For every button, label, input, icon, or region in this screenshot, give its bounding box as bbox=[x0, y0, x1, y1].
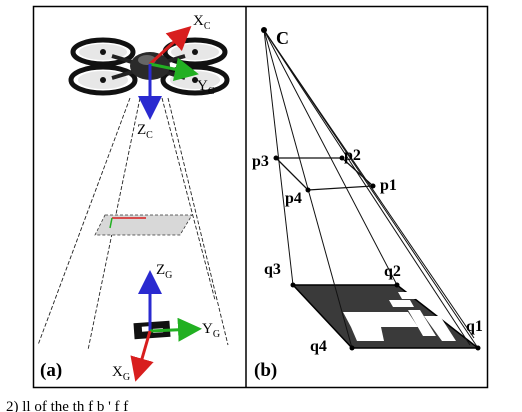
camera-z-label: ZC bbox=[137, 122, 153, 141]
marker-x-axis bbox=[130, 330, 154, 382]
point-p1 bbox=[370, 183, 376, 189]
marker-x-label: XG bbox=[112, 364, 130, 383]
marker-pattern bbox=[343, 292, 456, 341]
panel-a-label: (a) bbox=[40, 360, 62, 381]
point-q2 bbox=[394, 282, 400, 288]
point-q1 bbox=[475, 345, 481, 351]
camera-center-label: C bbox=[276, 28, 289, 48]
panel-a: XC YC ZC ZG YG XG (a) bbox=[37, 13, 230, 383]
camera-y-label: YC bbox=[197, 78, 215, 97]
figure-frame bbox=[32, 5, 489, 389]
caption-fragment: 2) ll of the th f b ' f f bbox=[6, 399, 128, 412]
point-p2 bbox=[339, 155, 345, 161]
label-p3: p3 bbox=[252, 153, 269, 170]
image-plane bbox=[94, 214, 193, 236]
camera-x-label: XC bbox=[193, 13, 211, 32]
camera-x-axis bbox=[148, 25, 192, 66]
camera-axes bbox=[138, 25, 199, 120]
label-q2: q2 bbox=[384, 263, 401, 280]
panel-b: C p1 p2 p3 p4 q1 q2 q3 q4 (b) bbox=[252, 27, 483, 381]
point-p3 bbox=[273, 155, 279, 161]
camera-y-axis bbox=[149, 57, 199, 82]
point-p4 bbox=[305, 187, 311, 193]
camera-center-point bbox=[261, 27, 267, 33]
label-q1: q1 bbox=[466, 318, 483, 335]
label-q3: q3 bbox=[264, 261, 281, 278]
label-q4: q4 bbox=[310, 338, 327, 355]
label-p2: p2 bbox=[344, 147, 361, 164]
marker-axes bbox=[130, 270, 202, 382]
point-q4 bbox=[349, 345, 355, 351]
label-p4: p4 bbox=[285, 190, 302, 207]
panel-b-label: (b) bbox=[254, 360, 277, 381]
point-q3 bbox=[290, 282, 296, 288]
label-p1: p1 bbox=[380, 177, 397, 194]
marker-y-axis bbox=[149, 317, 202, 342]
marker-y-label: YG bbox=[202, 321, 220, 340]
points bbox=[261, 27, 481, 351]
marker-z-label: ZG bbox=[156, 262, 172, 281]
